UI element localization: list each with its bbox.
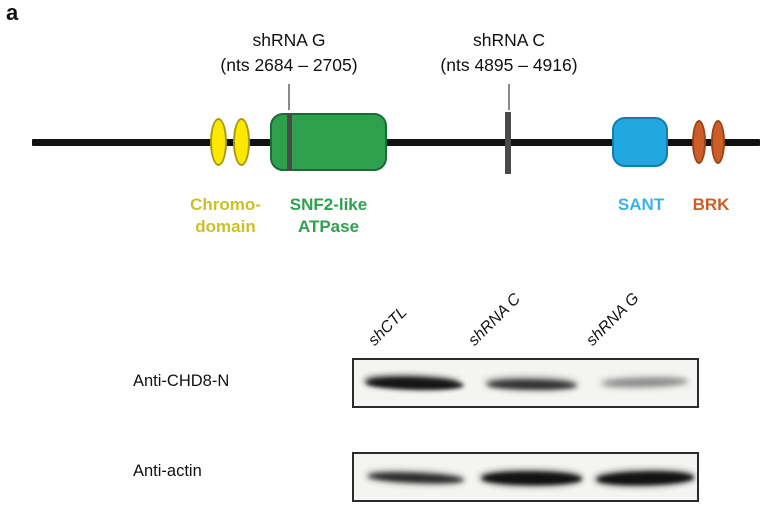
sant-domain-box	[612, 117, 668, 167]
lane-label-shrna-g: shRNA G	[583, 289, 643, 350]
band-anti-actin-shrna-g-halo	[594, 469, 695, 487]
chromodomain-oval-1	[210, 118, 227, 166]
lane-label-shctl: shCTL	[365, 303, 411, 350]
band-anti-chd8-n-shrna-c-halo	[484, 377, 578, 390]
chromodomain-label: Chromo- domain	[190, 195, 261, 236]
shrna-g-annotation: shRNA G (nts 2684 – 2705)	[184, 28, 394, 78]
shrna-c-annotation: shRNA C (nts 4895 – 4916)	[404, 28, 614, 78]
antibody-label-anti-actin: Anti-actin	[133, 462, 202, 480]
shrna-g-target-tick	[287, 113, 292, 171]
brk-oval-1	[692, 120, 706, 164]
snf2-like-atpase-label: SNF2-like ATPase	[289, 195, 368, 236]
shrna-c-leader-line	[508, 84, 510, 110]
lane-label-shrna-c: shRNA C	[465, 290, 525, 350]
band-anti-chd8-n-shrna-g-halo	[599, 375, 689, 389]
snf2-like-atpase-box	[270, 113, 387, 171]
shrna-c-coords: (nts 4895 – 4916)	[440, 54, 578, 75]
brk-oval-2	[711, 120, 725, 164]
blot-box-anti-chd8-n	[352, 358, 699, 408]
band-anti-chd8-n-shctl-halo	[363, 374, 461, 390]
panel-label: a	[6, 0, 19, 25]
sant-domain-label: SANT	[617, 195, 665, 214]
band-anti-actin-shrna-c-halo	[479, 470, 583, 486]
band-anti-actin-shctl-halo	[365, 469, 465, 486]
shrna-g-leader-line	[288, 84, 290, 110]
chromodomain-oval-2	[233, 118, 250, 166]
antibody-label-anti-chd8-n: Anti-CHD8-N	[133, 372, 230, 390]
protein-backbone-line	[32, 139, 760, 146]
chd8-domain-schematic: shRNA G (nts 2684 – 2705) shRNA C (nts 4…	[32, 28, 760, 236]
blot-box-anti-actin	[352, 452, 699, 502]
shrna-g-coords: (nts 2684 – 2705)	[220, 54, 358, 75]
shrna-c-target-tick	[505, 112, 511, 174]
shrna-g-name: shRNA G	[252, 30, 326, 50]
shrna-c-name: shRNA C	[473, 30, 545, 50]
brk-domain-label: BRK	[692, 195, 730, 214]
western-blot-panel: shCTL shRNA C shRNA G Anti-CHD8-N Anti-a…	[0, 262, 768, 514]
